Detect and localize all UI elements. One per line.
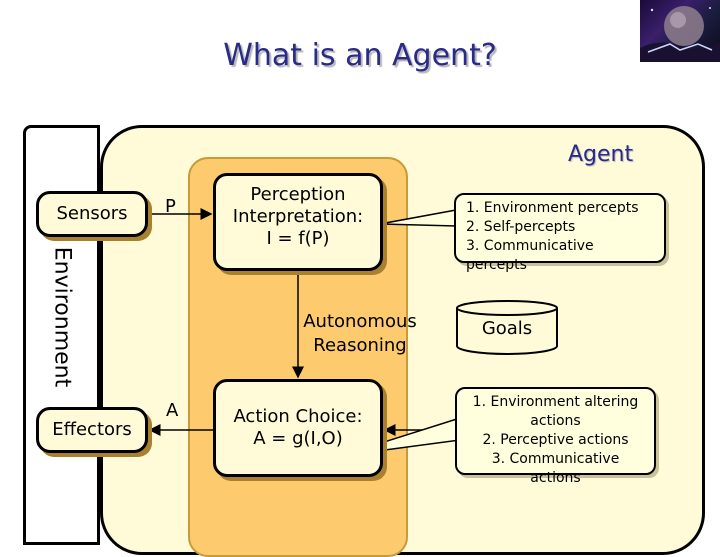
a-label: A bbox=[166, 400, 179, 421]
slide-title: What is an Agent? bbox=[223, 38, 497, 73]
actions-item: 1. Environment altering bbox=[472, 394, 639, 410]
actions-callout: 1. Environment altering actions 2. Perce… bbox=[455, 387, 656, 486]
actions-item: 2. Perceptive actions bbox=[482, 432, 629, 448]
goals-cylinder bbox=[456, 300, 558, 355]
agent-label: Agent bbox=[568, 142, 634, 167]
sensors-box: Sensors bbox=[36, 191, 148, 237]
effectors-label: Effectors bbox=[52, 419, 132, 440]
perception-box: Perception Interpretation: I = f(P) bbox=[213, 173, 383, 271]
percepts-item: 1. Environment percepts bbox=[466, 200, 639, 216]
perception-line2: Interpretation: bbox=[232, 206, 364, 227]
actions-item: actions bbox=[530, 413, 581, 429]
action-line1: Action Choice: bbox=[233, 406, 363, 427]
sensors-label: Sensors bbox=[56, 203, 128, 224]
planet-logo bbox=[640, 0, 720, 62]
reasoning-text: Autonomous Reasoning bbox=[300, 310, 420, 358]
perception-line1: Perception bbox=[250, 184, 346, 205]
percepts-callout: 1. Environment percepts 2. Self-percepts… bbox=[454, 193, 666, 273]
reasoning-line1: Autonomous bbox=[303, 311, 417, 332]
goals-label: Goals bbox=[481, 318, 533, 339]
percepts-item: 3. Communicative percepts bbox=[466, 238, 594, 273]
action-choice-box: Action Choice: A = g(I,O) bbox=[213, 379, 383, 477]
p-label: P bbox=[165, 196, 176, 217]
reasoning-line2: Reasoning bbox=[313, 335, 407, 356]
action-line2: A = g(I,O) bbox=[253, 428, 343, 449]
actions-item: 3. Communicative actions bbox=[491, 451, 620, 486]
percepts-item: 2. Self-percepts bbox=[466, 219, 576, 235]
effectors-box: Effectors bbox=[36, 407, 148, 453]
perception-line3: I = f(P) bbox=[266, 228, 330, 249]
